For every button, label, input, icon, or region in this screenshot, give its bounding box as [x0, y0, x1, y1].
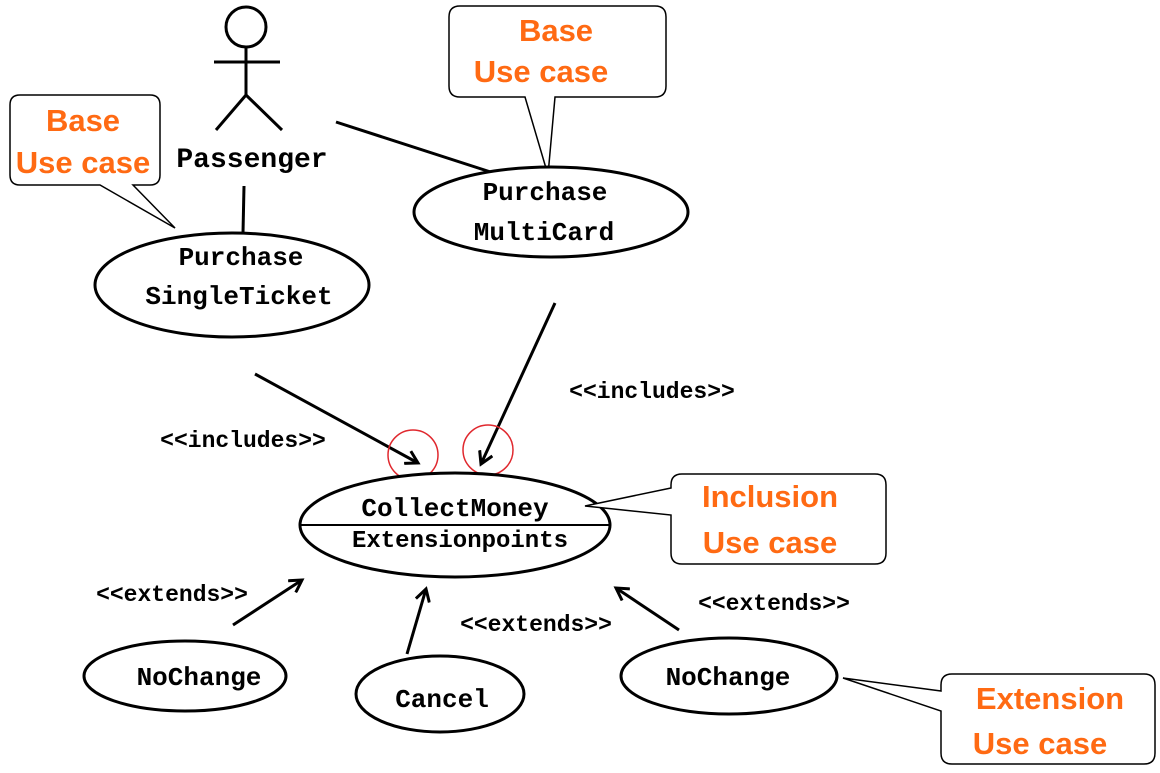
callout-inclusion-line2: Use case [703, 525, 837, 560]
use-case-purchase-single-ticket[interactable]: Purchase SingleTicket [93, 231, 371, 339]
use-case-ellipse [93, 231, 371, 339]
association-passenger-single [241, 185, 246, 234]
use-case-label: NoChange [666, 663, 791, 693]
passenger-actor[interactable]: Passenger [176, 5, 328, 176]
actor-head [224, 5, 268, 49]
use-case-no-change-left[interactable]: NoChange [82, 639, 288, 713]
extension-points-label: Extensionpoints [352, 528, 568, 555]
extend-arrow-nochange-right [616, 588, 680, 632]
use-case-label-line1: Purchase [483, 178, 608, 208]
use-case-label: CollectMoney [361, 494, 549, 524]
actor-name: Passenger [176, 145, 327, 176]
callout-base-left: Base Use case [9, 94, 176, 229]
use-case-ellipse [354, 654, 526, 734]
use-case-label: NoChange [137, 663, 262, 693]
use-case-purchase-multicard[interactable]: Purchase MultiCard [412, 165, 690, 259]
use-case-ellipse [619, 636, 839, 716]
use-case-label-line1: Purchase [179, 243, 304, 273]
stereotype-extends-middle: <<extends>> [460, 612, 612, 638]
use-case-no-change-right[interactable]: NoChange [619, 636, 839, 716]
callout-extension: Extension Use case [842, 673, 1156, 765]
callout-base-top: Base Use case [448, 5, 667, 176]
callout-extension-line2: Use case [973, 726, 1107, 761]
use-case-cancel[interactable]: Cancel [354, 654, 526, 734]
stereotype-includes-left: <<includes>> [160, 428, 326, 454]
callout-inclusion-line1: Inclusion [702, 479, 838, 514]
include-arrow-multicard-to-collect [481, 302, 557, 464]
use-case-label: Cancel [395, 685, 489, 715]
use-case-collect-money[interactable]: CollectMoney Extensionpoints [298, 471, 612, 579]
include-arrow-single-to-collect [254, 372, 418, 463]
callout-base-left-line2: Use case [16, 145, 150, 180]
callout-base-top-line2: Use case [474, 54, 608, 89]
use-case-label-line2: SingleTicket [145, 282, 332, 312]
actor-left-leg [214, 94, 248, 131]
stereotype-includes-right: <<includes>> [569, 379, 735, 405]
extend-arrow-nochange-left [232, 580, 302, 627]
use-case-ellipse [412, 165, 690, 259]
callout-inclusion: Inclusion Use case [584, 473, 887, 565]
stereotype-extends-left: <<extends>> [96, 582, 248, 608]
actor-right-leg [244, 93, 284, 132]
use-case-label-line2: MultiCard [474, 218, 614, 248]
callout-extension-line1: Extension [976, 681, 1124, 716]
callout-base-left-line1: Base [46, 103, 120, 138]
use-case-ellipse [82, 639, 288, 713]
callout-base-top-line1: Base [519, 13, 593, 48]
extend-arrow-cancel [405, 589, 426, 655]
association-passenger-multicard [335, 120, 504, 178]
stereotype-extends-right: <<extends>> [698, 591, 850, 617]
